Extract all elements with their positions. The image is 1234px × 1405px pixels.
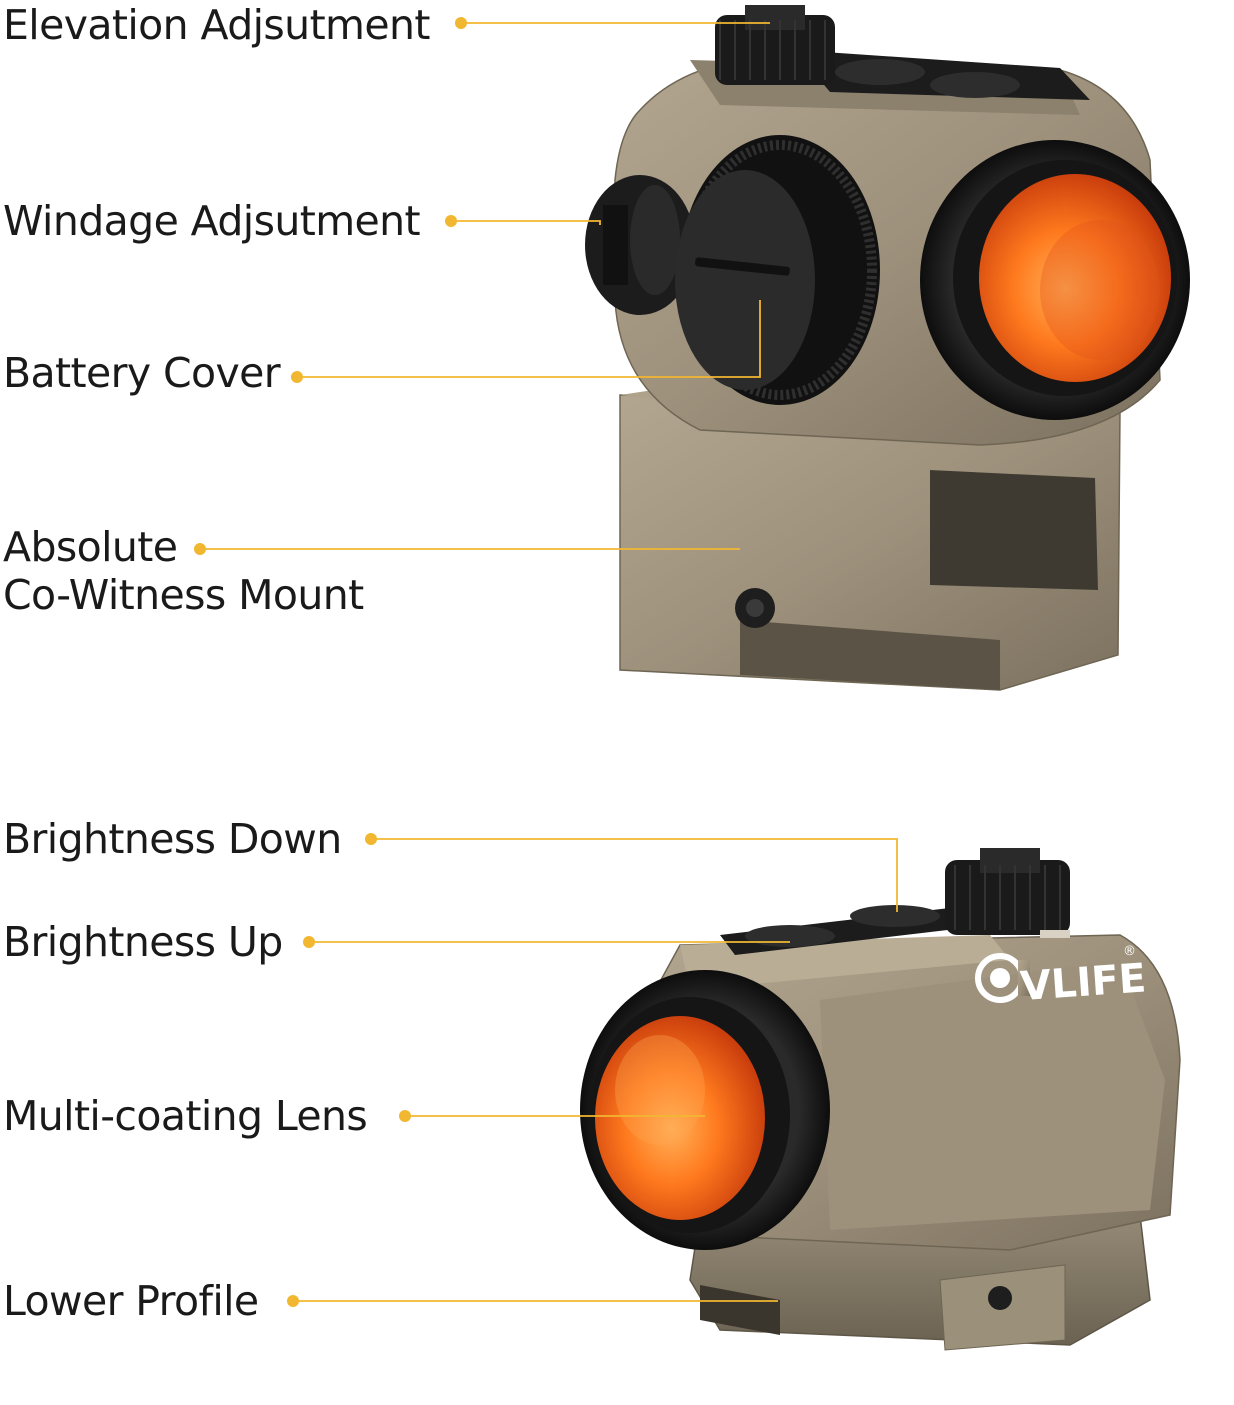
brightness-button-top-a	[835, 59, 925, 85]
brand-logo-text: VLIFE	[1019, 955, 1148, 1010]
riser-rail-slot	[740, 620, 1000, 690]
callout-label-line-2: Co-Witness Mount	[3, 571, 364, 619]
callout-label-co-witness-mount: Absolute Co-Witness Mount	[3, 523, 364, 619]
elevation-turret-bottom	[945, 848, 1070, 938]
rail-slot	[700, 1285, 780, 1335]
brand-trademark: ®	[1123, 944, 1136, 959]
callout-label-line-1: Absolute	[3, 523, 178, 571]
callout-dot-lens	[399, 1110, 411, 1122]
battery-cover	[675, 135, 880, 405]
bottom-red-dot-sight: VLIFE ®	[287, 833, 1181, 1351]
brightness-button-top-b	[930, 72, 1020, 98]
brightness-up-button	[745, 925, 835, 947]
front-lens-bottom	[580, 970, 830, 1250]
callout-dot-brightness-up	[303, 936, 315, 948]
riser-window	[930, 470, 1098, 590]
callout-label-windage-adjustment: Windage Adjsutment	[3, 197, 421, 245]
callout-dot-profile	[287, 1295, 299, 1307]
housing-side-face	[820, 960, 1165, 1230]
front-lens-top	[920, 140, 1190, 420]
callout-dot-mount	[194, 543, 206, 555]
callout-dot-brightness-down	[365, 833, 377, 845]
elevation-turret	[715, 5, 835, 85]
windage-knob	[585, 175, 695, 315]
callout-dot-elevation	[455, 17, 467, 29]
top-red-dot-sight	[194, 5, 1190, 691]
callout-label-brightness-down: Brightness Down	[3, 815, 342, 863]
callout-label-elevation-adjustment: Elevation Adjsutment	[3, 1, 430, 49]
brand-logo: VLIFE ®	[975, 944, 1148, 1010]
callout-label-lower-profile: Lower Profile	[3, 1277, 259, 1325]
callout-dot-windage	[445, 215, 457, 227]
callout-dot-battery	[291, 371, 303, 383]
clamp-screw	[988, 1286, 1012, 1310]
brightness-down-button	[850, 905, 940, 927]
callout-label-battery-cover: Battery Cover	[3, 349, 281, 397]
callout-label-multi-coating-lens: Multi-coating Lens	[3, 1092, 368, 1140]
callout-label-brightness-up: Brightness Up	[3, 918, 283, 966]
